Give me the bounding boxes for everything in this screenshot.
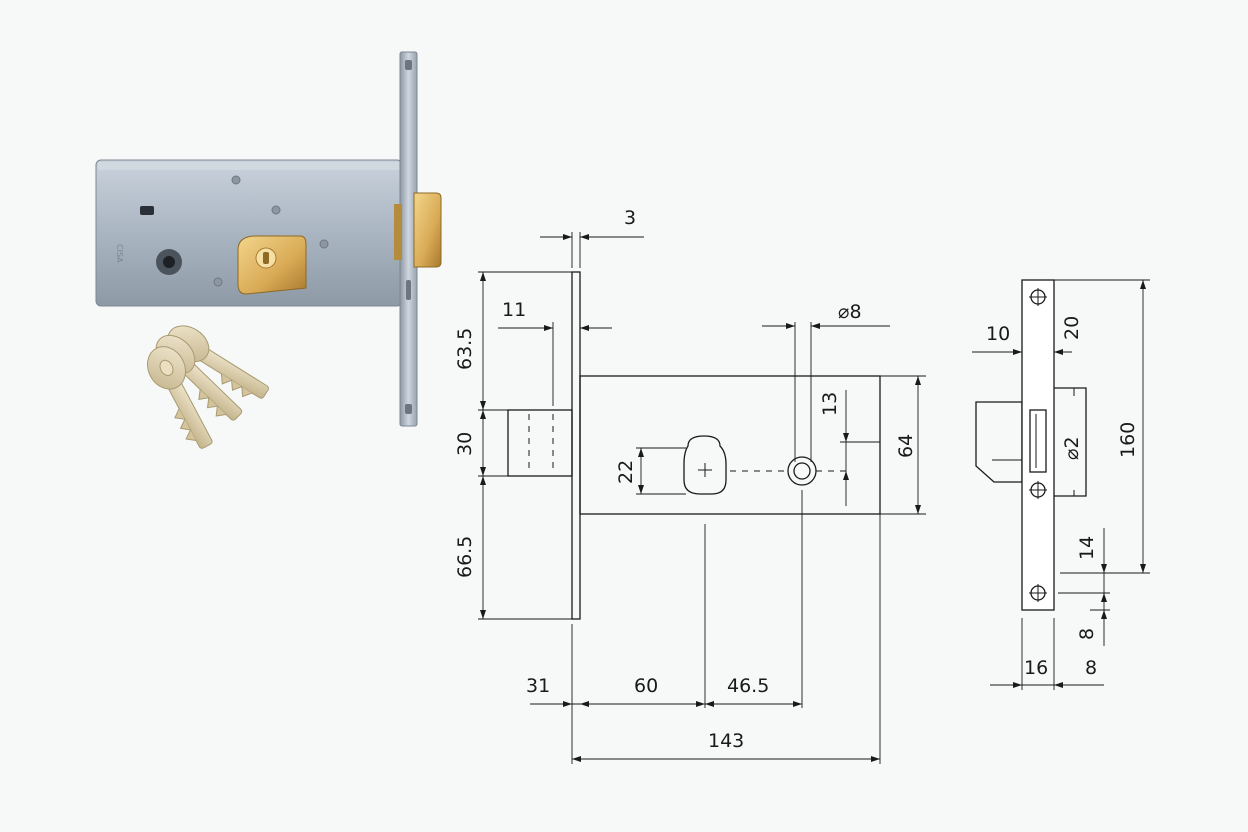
front-dimensions: 3 11 63.5 30 66.5 ⌀8 13 64 bbox=[454, 207, 926, 764]
dim-total-143: 143 bbox=[708, 730, 744, 752]
dim-plate-width-16: 16 bbox=[1024, 657, 1048, 679]
side-body-outline bbox=[1054, 387, 1087, 497]
dim-31: 31 bbox=[526, 675, 550, 697]
dim-latch-30: 30 bbox=[454, 432, 476, 456]
faceplate-outline bbox=[571, 271, 581, 620]
side-faceplate bbox=[1021, 279, 1055, 611]
dim-side-10: 10 bbox=[986, 323, 1010, 345]
dim-60: 60 bbox=[634, 675, 658, 697]
keys-photo bbox=[147, 325, 269, 449]
dim-hole-14: 14 bbox=[1076, 536, 1098, 560]
dim-cyl-22: 22 bbox=[615, 460, 637, 484]
cylinder-hole bbox=[683, 435, 727, 495]
dim-offset-13: 13 bbox=[819, 392, 841, 416]
svg-text:CISA: CISA bbox=[115, 244, 124, 263]
dim-side-20: 20 bbox=[1061, 316, 1083, 340]
side-view-drawing bbox=[975, 279, 1087, 611]
follower-hole bbox=[787, 456, 817, 486]
side-latch-outline bbox=[975, 401, 1023, 483]
lock-body-outline bbox=[579, 375, 881, 515]
dim-side-diam-2: ⌀2 bbox=[1061, 436, 1083, 460]
dim-diameter-8: ⌀8 bbox=[838, 301, 862, 323]
dim-backset-11: 11 bbox=[502, 299, 526, 321]
side-screw-holes bbox=[1029, 288, 1047, 602]
latch-outline bbox=[507, 409, 573, 477]
dim-case-64: 64 bbox=[895, 434, 917, 458]
dim-plate-thickness: 3 bbox=[624, 207, 636, 229]
dim-plate-160: 160 bbox=[1117, 422, 1139, 458]
lock-body-photo: CISA bbox=[95, 51, 442, 427]
dim-hole-8: 8 bbox=[1076, 628, 1098, 640]
side-dimensions: 10 20 ⌀2 160 14 8 16 8 bbox=[972, 279, 1150, 690]
dim-top-63-5: 63.5 bbox=[454, 328, 476, 370]
dim-46-5: 46.5 bbox=[727, 675, 769, 697]
dim-bottom-66-5: 66.5 bbox=[454, 536, 476, 578]
dim-side-8: 8 bbox=[1085, 657, 1097, 679]
front-view-drawing bbox=[507, 271, 881, 620]
